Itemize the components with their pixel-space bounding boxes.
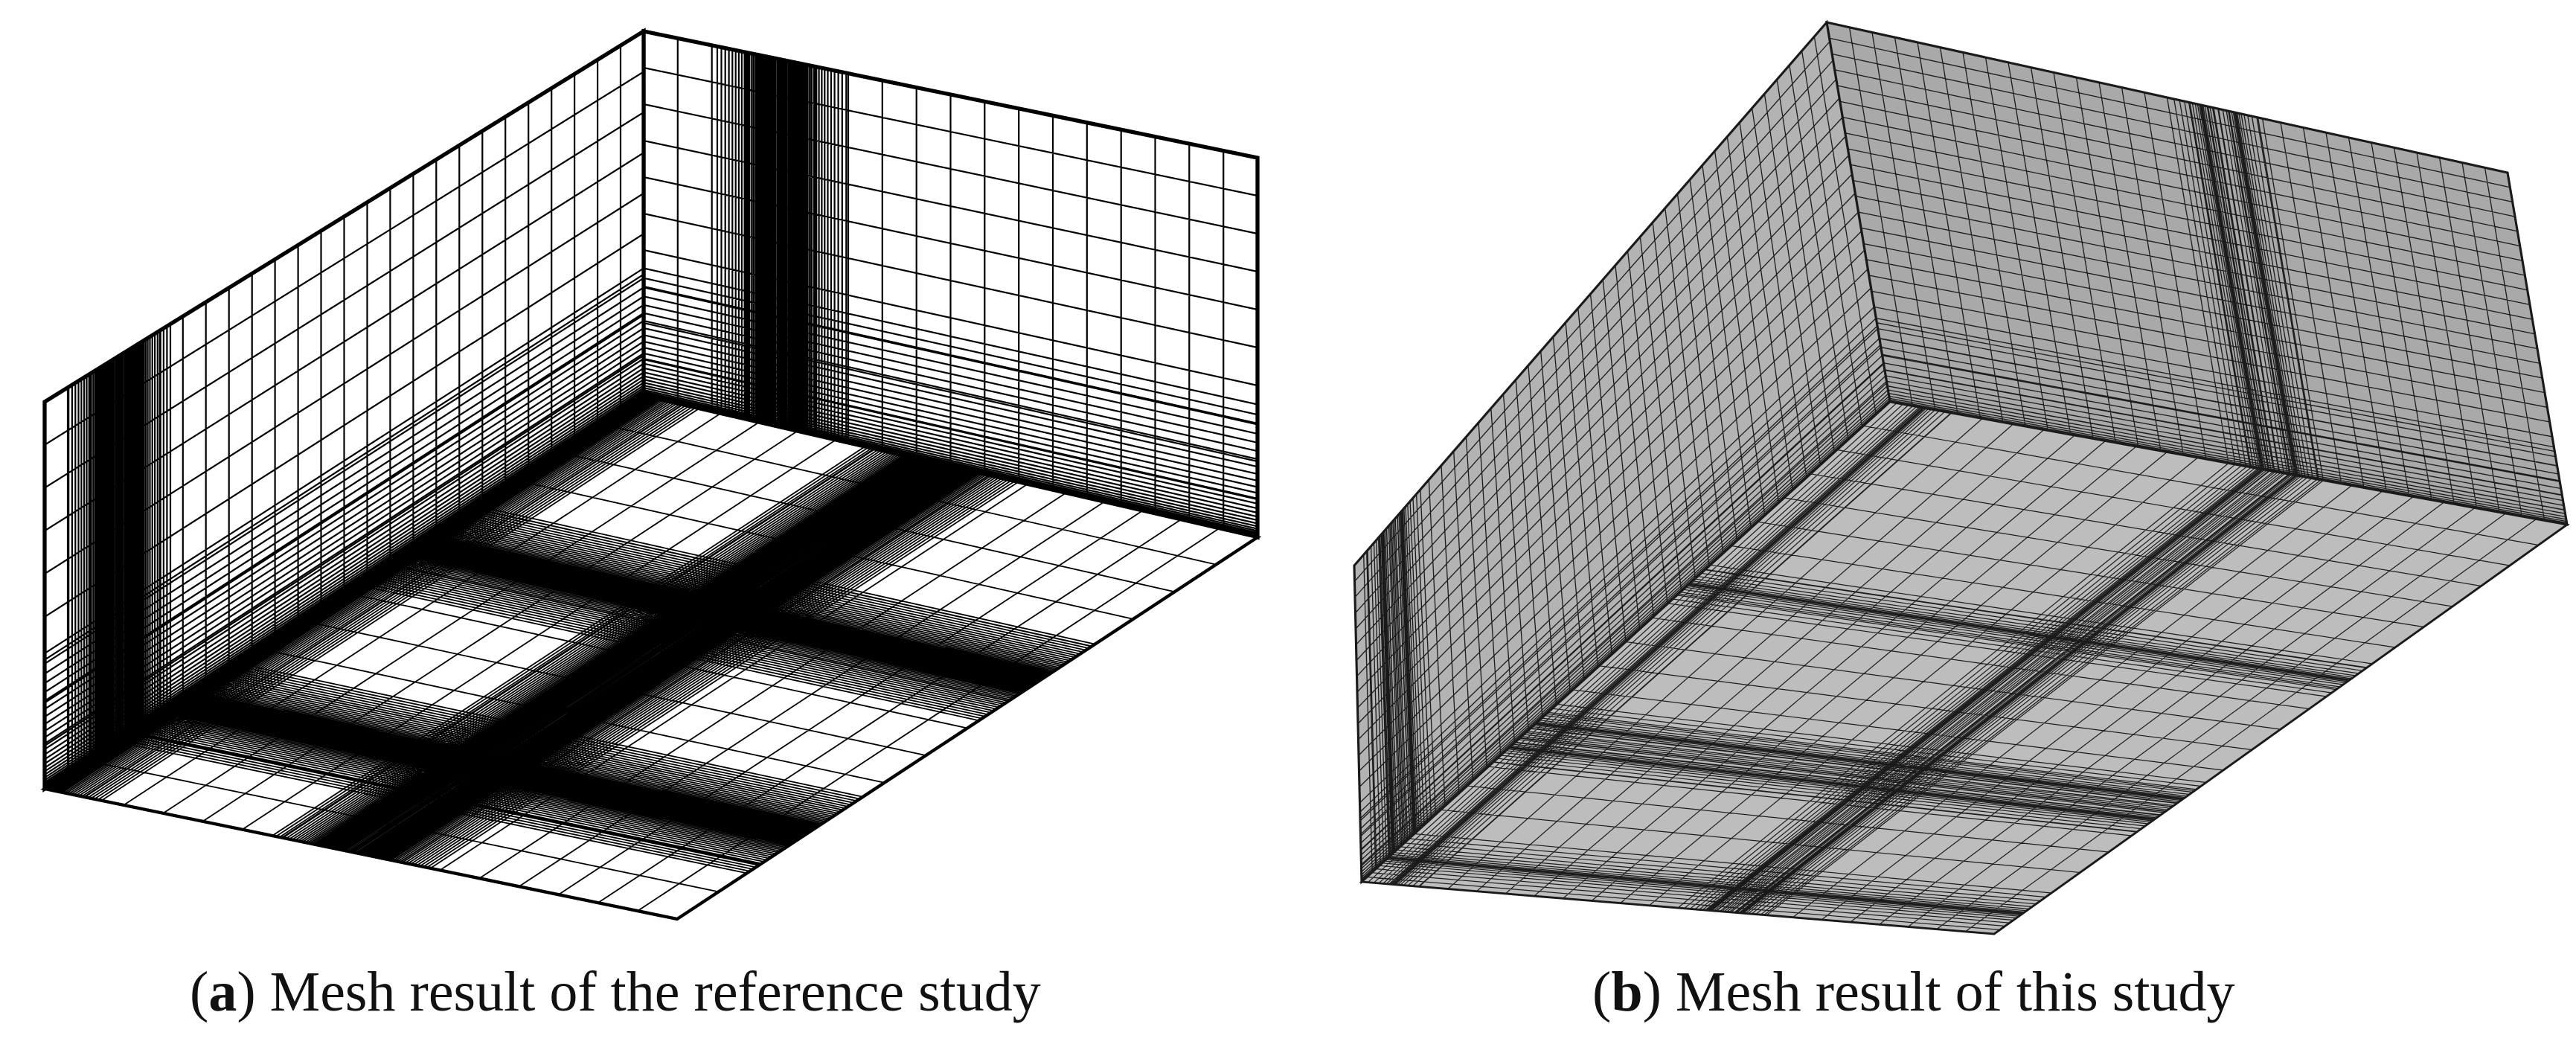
caption-a-letter: a — [208, 961, 237, 1023]
caption-b: (b) Mesh result of this study — [1592, 961, 2235, 1023]
mesh-b-left-face-grid-lines — [1353, 22, 1891, 883]
mesh-a-bottom-face-grid-lines — [44, 395, 1258, 920]
caption-b-letter: b — [1611, 961, 1643, 1023]
caption-a-text: Mesh result of the reference study — [269, 961, 1041, 1023]
mesh-b-bottom-face-grid-lines — [1361, 401, 2568, 935]
caption-a: (a) Mesh result of the reference study — [190, 961, 1041, 1023]
panel-a-reference-mesh — [40, 28, 1262, 921]
mesh-a-left-face-grid-lines — [43, 31, 645, 790]
panel-b-this-study-mesh — [1353, 19, 2570, 935]
caption-b-text: Mesh result of this study — [1675, 961, 2235, 1023]
